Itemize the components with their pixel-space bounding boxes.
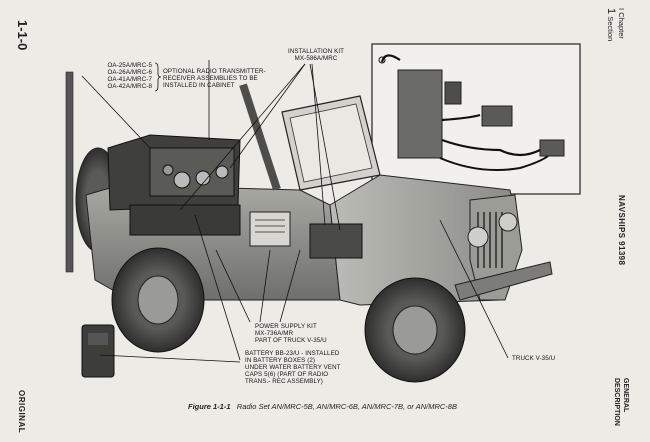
battery-line: BATTERY BB-23/U - INSTALLED [245,350,340,357]
oa-line: OA-41A/MRC-7 [107,76,152,83]
install-kit-line: INSTALLATION KIT [288,48,345,55]
power-kit-line: POWER SUPPLY KIT [255,323,317,330]
installation-kit-label: INSTALLATION KIT MX-586A/MRC [288,48,344,62]
figure-number: Figure 1-1-1 [188,402,231,411]
oa-line: OA-26A/MRC-6 [107,69,152,76]
battery-line: CAPS 5(6) (PART OF RADIO [245,371,329,378]
antenna-mast [65,71,74,273]
oa-assembly-list: OA-25A/MRC-5 OA-26A/MRC-6 OA-41A/MRC-7 O… [96,62,152,90]
battery-line: UNDER WATER BATTERY VENT [245,364,341,371]
optional-line: RECEIVER ASSEMBLIES TO BE [163,75,258,82]
truck-label: TRUCK V-35/U [512,355,556,362]
oa-line: OA-42A/MRC-8 [107,83,152,90]
power-supply-kit-label: POWER SUPPLY KIT MX-736A/MR PART OF TRUC… [255,323,327,344]
figure-caption: Figure 1-1-1 Radio Set AN/MRC-5B, AN/MRC… [188,402,457,411]
optional-line: INSTALLED IN CABINET [163,82,235,89]
battery-line: TRANS.- REC ASSEMBLY) [245,378,323,385]
radio-cabinet [107,134,241,236]
optional-assemblies-note: OPTIONAL RADIO TRANSMITTER- RECEIVER ASS… [163,68,266,89]
battery-label: BATTERY BB-23/U - INSTALLED IN BATTERY B… [245,350,341,385]
figure-title: Radio Set AN/MRC-5B, AN/MRC-6B, AN/MRC-7… [236,402,457,411]
battery-line: IN BATTERY BOXES (2) [245,357,316,364]
install-kit-line: MX-586A/MRC [294,55,338,62]
inset-detail [371,43,581,195]
power-kit-line: PART OF TRUCK V-35/U [255,337,327,344]
power-kit-line: MX-736A/MR [255,330,294,337]
optional-line: OPTIONAL RADIO TRANSMITTER- [163,68,266,75]
oa-line: OA-25A/MRC-5 [107,62,152,69]
